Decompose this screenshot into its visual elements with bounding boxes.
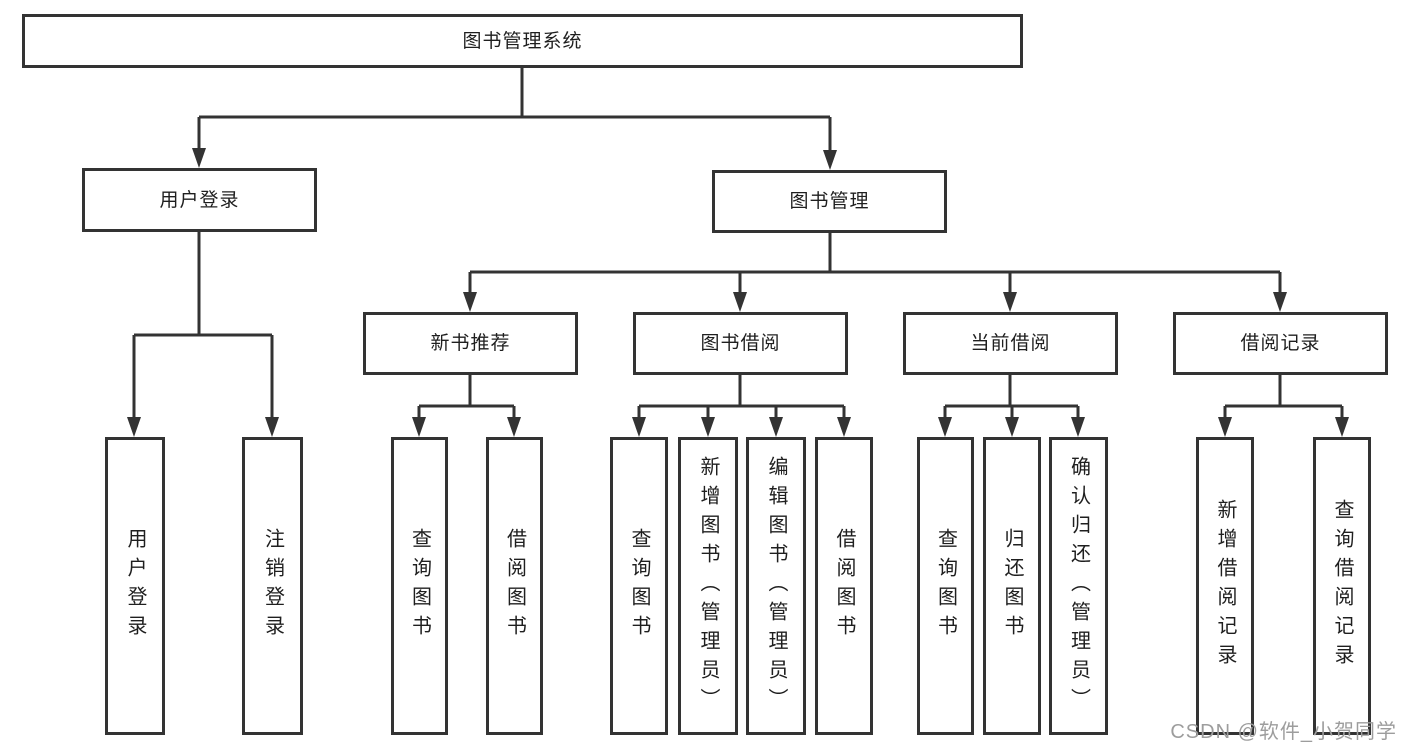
csdn-watermark: CSDN @软件_小贺同学 [1170, 721, 1397, 743]
arrowhead [192, 148, 206, 168]
leaf-user-login: 用户登录 [105, 437, 165, 735]
arrowhead [837, 417, 851, 437]
arrowhead [412, 417, 426, 437]
arrowhead [1335, 417, 1349, 437]
arrowhead [1005, 417, 1019, 437]
leaf-borrowing-borrow-books: 借阅图书 [815, 437, 873, 735]
node-book-management: 图书管理 [712, 170, 947, 233]
arrowhead [938, 417, 952, 437]
node-borrowing-records: 借阅记录 [1173, 312, 1388, 375]
leaf-records-add-record: 新增借阅记录 [1196, 437, 1254, 735]
leaf-borrowing-add-books-admin: 新增图书（管理员） [678, 437, 738, 735]
leaf-current-query-books: 查询图书 [917, 437, 974, 735]
connector-userlogin-to-leaves [132, 232, 274, 419]
arrowhead [507, 417, 521, 437]
arrowhead [127, 417, 141, 437]
connector-root-to-level2 [197, 68, 832, 152]
connector-bookmgmt-to-level3 [468, 233, 1282, 294]
node-user-login: 用户登录 [82, 168, 317, 232]
leaf-borrowing-edit-books-admin: 编辑图书（管理员） [746, 437, 806, 735]
node-library-system: 图书管理系统 [22, 14, 1023, 68]
arrowhead [1218, 417, 1232, 437]
leaf-records-query-record: 查询借阅记录 [1313, 437, 1371, 735]
connector-current-to-leaves [943, 375, 1080, 419]
node-new-book-recommend: 新书推荐 [363, 312, 578, 375]
leaf-recommend-borrow-books: 借阅图书 [486, 437, 543, 735]
arrowhead [1071, 417, 1085, 437]
arrowhead [769, 417, 783, 437]
leaf-logout: 注销登录 [242, 437, 303, 735]
connector-borrow-to-leaves [637, 375, 846, 419]
leaf-current-return-books: 归还图书 [983, 437, 1041, 735]
arrowhead [701, 417, 715, 437]
arrowhead [1003, 292, 1017, 312]
node-current-borrowing: 当前借阅 [903, 312, 1118, 375]
arrowhead [463, 292, 477, 312]
node-book-borrowing: 图书借阅 [633, 312, 848, 375]
arrowhead [632, 417, 646, 437]
connector-records-to-leaves [1223, 375, 1344, 419]
arrowhead [1273, 292, 1287, 312]
arrowhead [823, 150, 837, 170]
arrowhead [265, 417, 279, 437]
arrowhead [733, 292, 747, 312]
leaf-borrowing-query-books: 查询图书 [610, 437, 668, 735]
connector-recommend-to-leaves [417, 375, 516, 419]
leaf-current-confirm-return-admin: 确认归还（管理员） [1049, 437, 1108, 735]
leaf-recommend-query-books: 查询图书 [391, 437, 448, 735]
